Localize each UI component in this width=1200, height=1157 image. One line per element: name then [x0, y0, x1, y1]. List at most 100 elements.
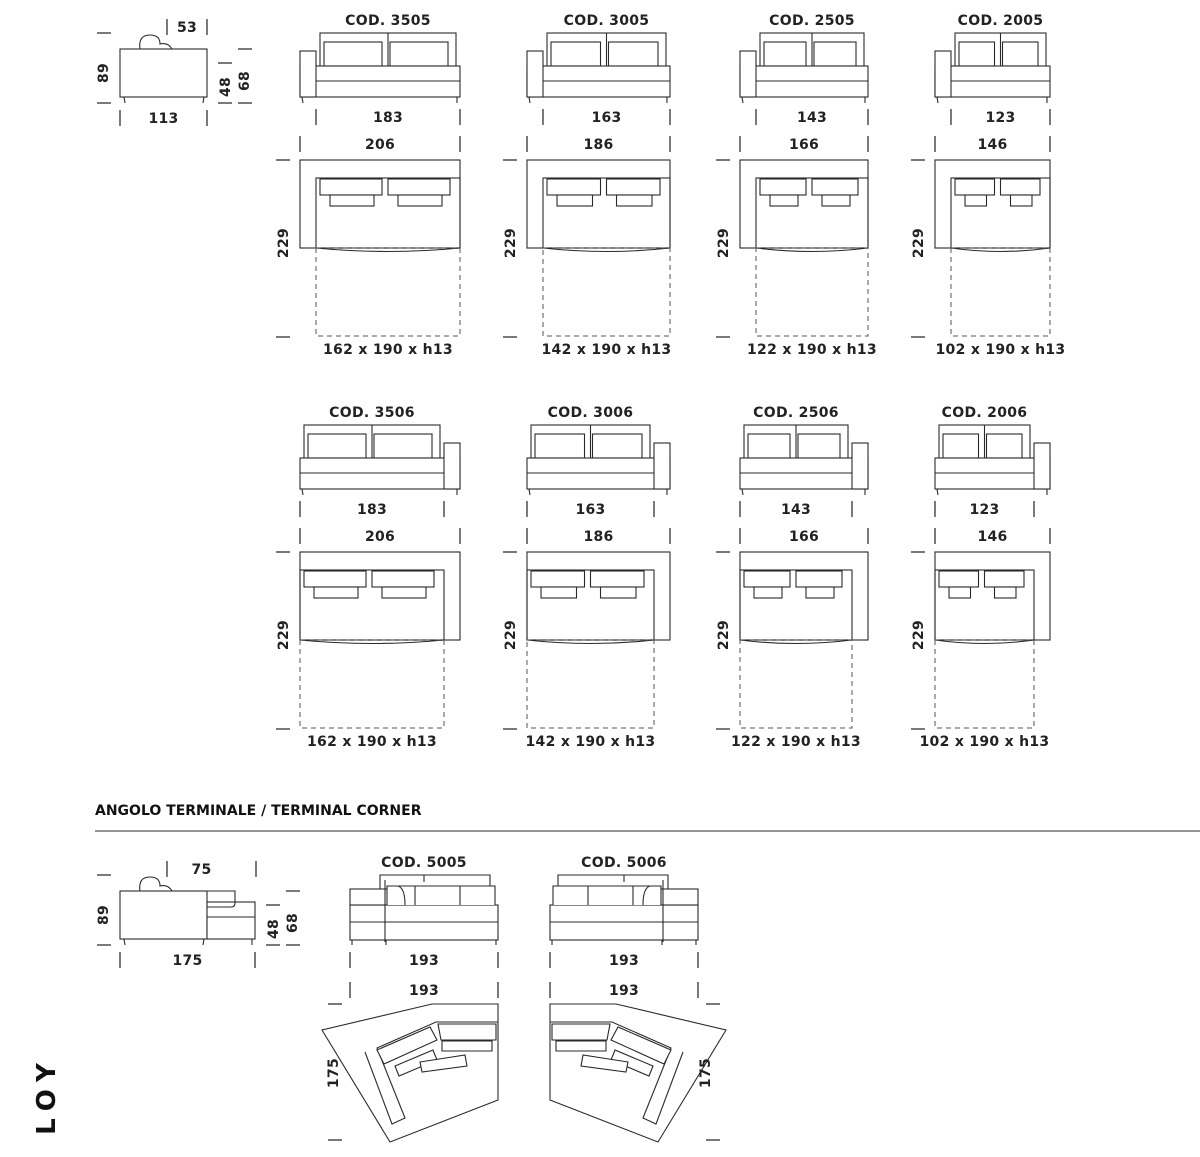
sofa-body — [119, 48, 208, 98]
plan-pillow — [769, 194, 799, 207]
plan-pillow — [381, 586, 427, 599]
depth-label: 229 — [503, 228, 519, 258]
plan-pillow — [615, 194, 653, 207]
back-cushion — [591, 433, 643, 459]
bed-outline — [950, 247, 1051, 337]
plan-pillow — [821, 194, 851, 207]
plan-pillow — [580, 1054, 629, 1073]
total-width-label: 146 — [977, 529, 1007, 545]
depth-label: 113 — [148, 111, 178, 127]
corner-cushion — [387, 885, 406, 906]
module-code: COD. 2006 — [942, 405, 1028, 421]
armrest — [443, 442, 461, 490]
plan-pillow — [397, 194, 443, 207]
plan-view — [299, 551, 461, 729]
total-width-label: 166 — [789, 137, 819, 153]
seat-height-label: 48 — [266, 919, 282, 939]
leg — [741, 488, 744, 496]
seat-width-label: 163 — [575, 502, 605, 518]
seat-width-label: 123 — [969, 502, 999, 518]
back-cushion — [958, 41, 996, 67]
depth-label: 229 — [276, 620, 292, 650]
leg — [936, 488, 939, 496]
seat-front-curve — [755, 247, 869, 253]
plan-pillow — [555, 1040, 607, 1052]
bed-size-label: 102 x 190 x h13 — [920, 734, 1050, 750]
leg — [528, 488, 531, 496]
plan-cushion — [610, 1026, 672, 1065]
front-view — [526, 424, 671, 496]
back-cushion — [534, 433, 586, 459]
bed-size-label: 102 x 190 x h13 — [936, 342, 1066, 358]
total-width-label: 186 — [583, 137, 613, 153]
seat-front-curve — [739, 639, 853, 645]
module-code: COD. 2506 — [753, 405, 839, 421]
plan-pillow — [964, 194, 988, 207]
height-label: 89 — [96, 905, 112, 925]
plan-cushion — [551, 1023, 611, 1041]
plan-pillow — [599, 586, 637, 599]
seat-width-label: 183 — [357, 502, 387, 518]
plan-view — [299, 159, 461, 337]
plan-cushion — [376, 1026, 438, 1065]
back-cushion — [607, 41, 659, 67]
total-width-label: 206 — [365, 137, 395, 153]
total-width-label: 166 — [789, 529, 819, 545]
back-cushion — [139, 34, 173, 50]
total-width-label: 146 — [977, 137, 1007, 153]
front-view — [526, 32, 671, 104]
back-cushion — [139, 876, 173, 892]
plan-view — [321, 1003, 499, 1143]
armrest — [739, 50, 757, 98]
back-cushion — [1001, 41, 1039, 67]
back-cushion — [942, 433, 980, 459]
module-code: COD. 3005 — [564, 13, 650, 29]
front-view — [934, 32, 1051, 104]
plan-pillow — [1009, 194, 1033, 207]
seat-height-label: 48 — [218, 77, 234, 97]
bed-size-label: 162 x 190 x h13 — [323, 342, 453, 358]
bed-outline — [526, 639, 655, 729]
leg — [123, 938, 126, 946]
front-view — [549, 874, 699, 945]
plan-pillow — [556, 194, 594, 207]
back-depth-label: 53 — [177, 20, 197, 36]
plan-back-cushion — [605, 178, 661, 196]
seat-front-curve — [299, 639, 445, 645]
bed-outline — [934, 639, 1035, 729]
arm-height-label: 68 — [237, 71, 253, 91]
depth-label: 229 — [716, 620, 732, 650]
front-view — [739, 424, 869, 496]
chaise-body — [206, 901, 256, 940]
back-cushions — [552, 885, 662, 905]
plan-pillow — [753, 586, 783, 599]
front-view — [299, 32, 461, 104]
plan-back-cushion — [999, 178, 1041, 196]
leg — [202, 938, 205, 946]
back-cushion — [550, 41, 602, 67]
height-label: 89 — [96, 63, 112, 83]
module-code: COD. 5005 — [381, 855, 467, 871]
seat-front-curve — [934, 639, 1035, 645]
plan-back-cushion — [589, 570, 645, 588]
bed-size-label: 142 x 190 x h13 — [526, 734, 656, 750]
depth-label: 229 — [911, 228, 927, 258]
chaise-cushion — [207, 890, 236, 908]
depth-label: 175 — [172, 953, 202, 969]
plan-pillow — [993, 586, 1017, 599]
plan-back-cushion — [759, 178, 807, 196]
plan-view — [526, 551, 671, 729]
plan-width-label: 193 — [609, 983, 639, 999]
plan-back-cushion — [983, 570, 1025, 588]
armrest — [526, 50, 544, 98]
back-and-arm — [550, 1021, 684, 1125]
chaise-depth-label: 75 — [191, 862, 211, 878]
